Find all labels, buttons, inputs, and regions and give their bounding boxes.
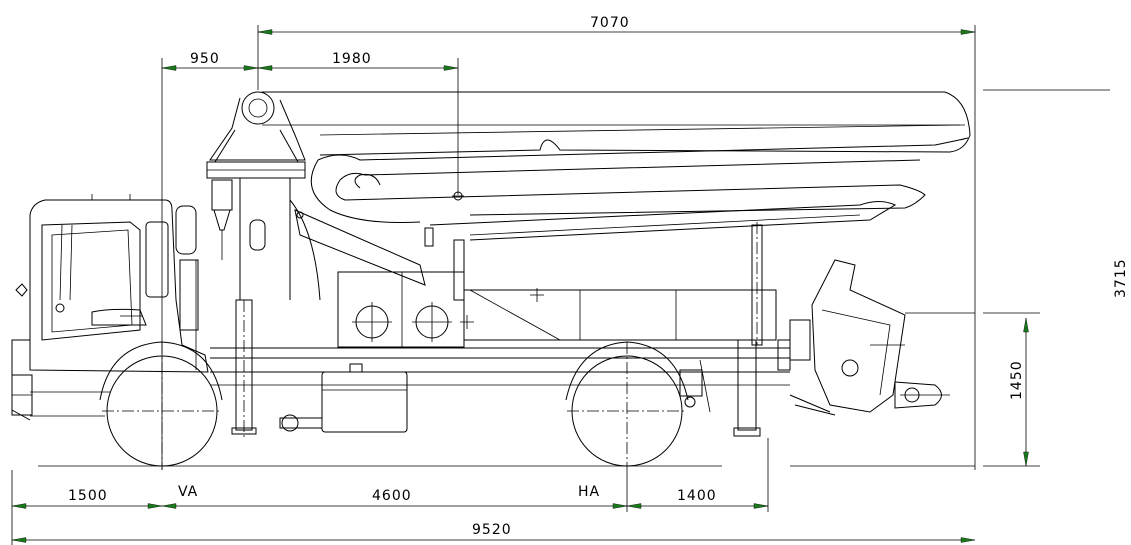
dim-wheelbase-label: 4600 bbox=[372, 488, 412, 504]
dim-top-overall-label: 7070 bbox=[590, 15, 630, 31]
dim-top-overall: 7070 bbox=[257, 15, 976, 470]
chassis bbox=[210, 271, 790, 433]
boom bbox=[262, 91, 971, 247]
rear-axle-label: HA bbox=[578, 484, 600, 500]
dim-right: 1450 3715 bbox=[983, 89, 1129, 467]
dim-rear-overhang-label: 1400 bbox=[677, 488, 717, 504]
dim-boom: 950 1980 bbox=[161, 51, 459, 470]
dim-bottom: 1500 4600 1400 VA HA 9520 bbox=[11, 438, 976, 545]
outriggers bbox=[231, 222, 763, 440]
dim-boom-front-label: 950 bbox=[190, 51, 220, 67]
front-wheel bbox=[99, 341, 223, 470]
hopper bbox=[777, 259, 975, 416]
dim-boom-pivot-label: 1980 bbox=[332, 51, 372, 67]
dim-total-height-label: 3715 bbox=[1113, 258, 1129, 298]
dim-hopper-height-label: 1450 bbox=[1009, 360, 1025, 400]
dim-front-overhang-label: 1500 bbox=[68, 488, 108, 504]
rear-wheel bbox=[565, 341, 689, 470]
front-axle-label: VA bbox=[178, 484, 198, 500]
cab bbox=[11, 194, 209, 421]
dim-total-length-label: 9520 bbox=[472, 522, 512, 538]
turret bbox=[206, 91, 426, 301]
